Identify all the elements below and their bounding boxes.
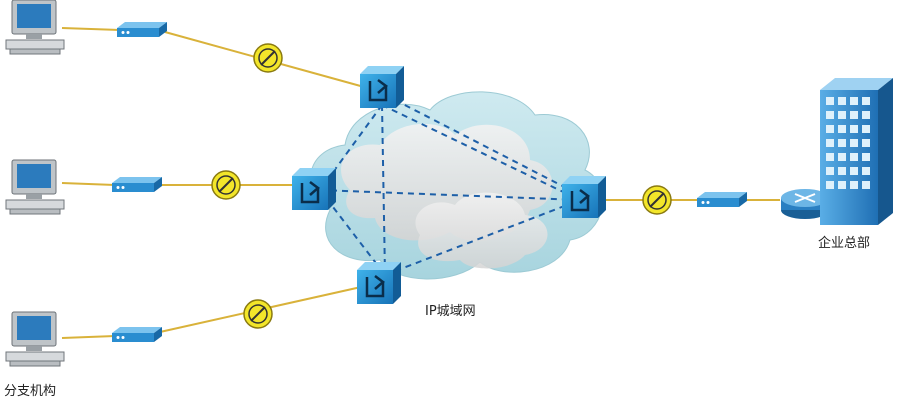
encryptor-icon: [253, 43, 283, 73]
computer-icon: [5, 159, 65, 215]
encryptor-icon: [243, 299, 273, 329]
computer-icon: [5, 0, 65, 55]
cloud-label: IP城域网: [425, 304, 476, 319]
building-icon: [820, 78, 893, 225]
modem-icon: [112, 177, 162, 192]
encryptor-icon: [642, 185, 672, 215]
modem-icon: [697, 192, 747, 207]
switch-icon: [355, 260, 403, 306]
switch-icon: [290, 166, 338, 212]
modem-icon: [112, 327, 162, 342]
hq-label: 企业总部: [818, 236, 871, 251]
branch-label: 分支机构: [4, 384, 57, 399]
switch-icon: [560, 174, 608, 220]
switch-icon: [358, 64, 406, 110]
ip-metro-network-cloud: [310, 91, 604, 280]
modem-icon: [117, 22, 167, 37]
computer-icon: [5, 311, 65, 367]
router-icon: [781, 189, 829, 219]
core-mesh-links: [319, 99, 581, 276]
encryptor-icon: [211, 170, 241, 200]
